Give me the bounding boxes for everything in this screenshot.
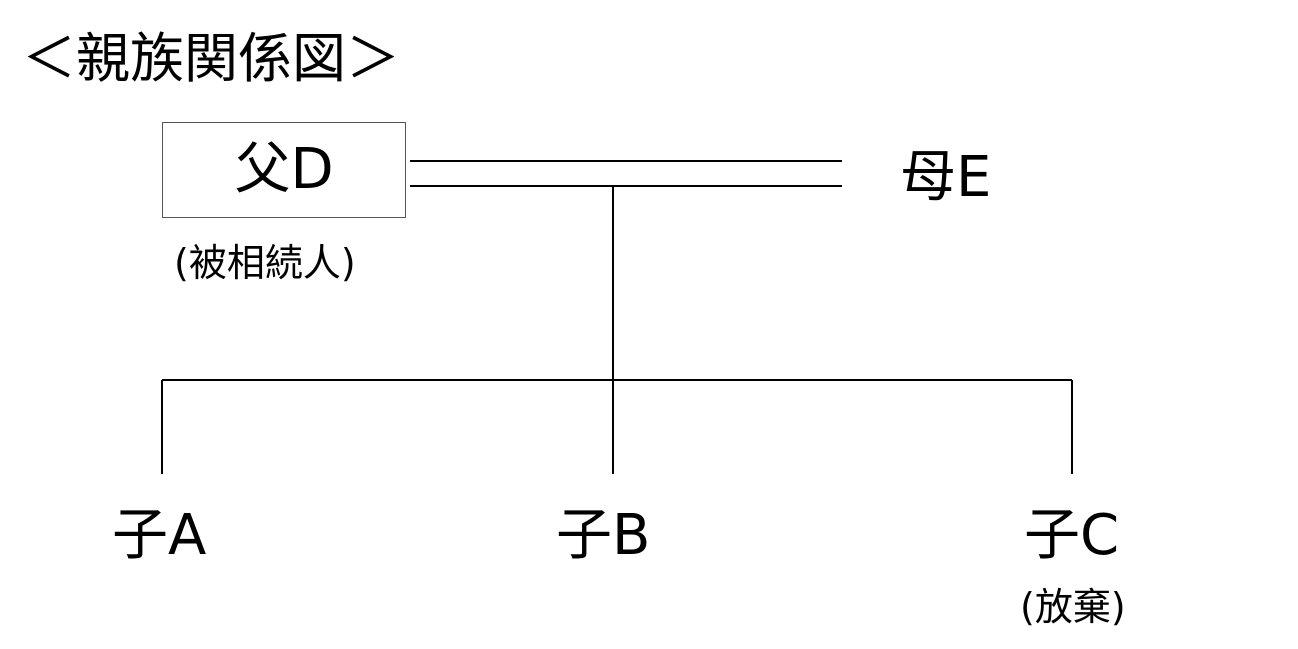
diagram-title: ＜親族関係図＞ xyxy=(22,27,400,90)
mother-name: 母E xyxy=(900,145,992,210)
father-note: (被相続人) xyxy=(174,241,356,285)
child-a-name: 子A xyxy=(112,503,207,568)
father-box: 父D xyxy=(162,122,406,218)
father-name: 父D xyxy=(234,137,334,202)
child-b-name: 子B xyxy=(556,503,651,568)
child-c-note: (放棄) xyxy=(1020,585,1126,629)
child-c-name: 子C xyxy=(1024,503,1120,568)
